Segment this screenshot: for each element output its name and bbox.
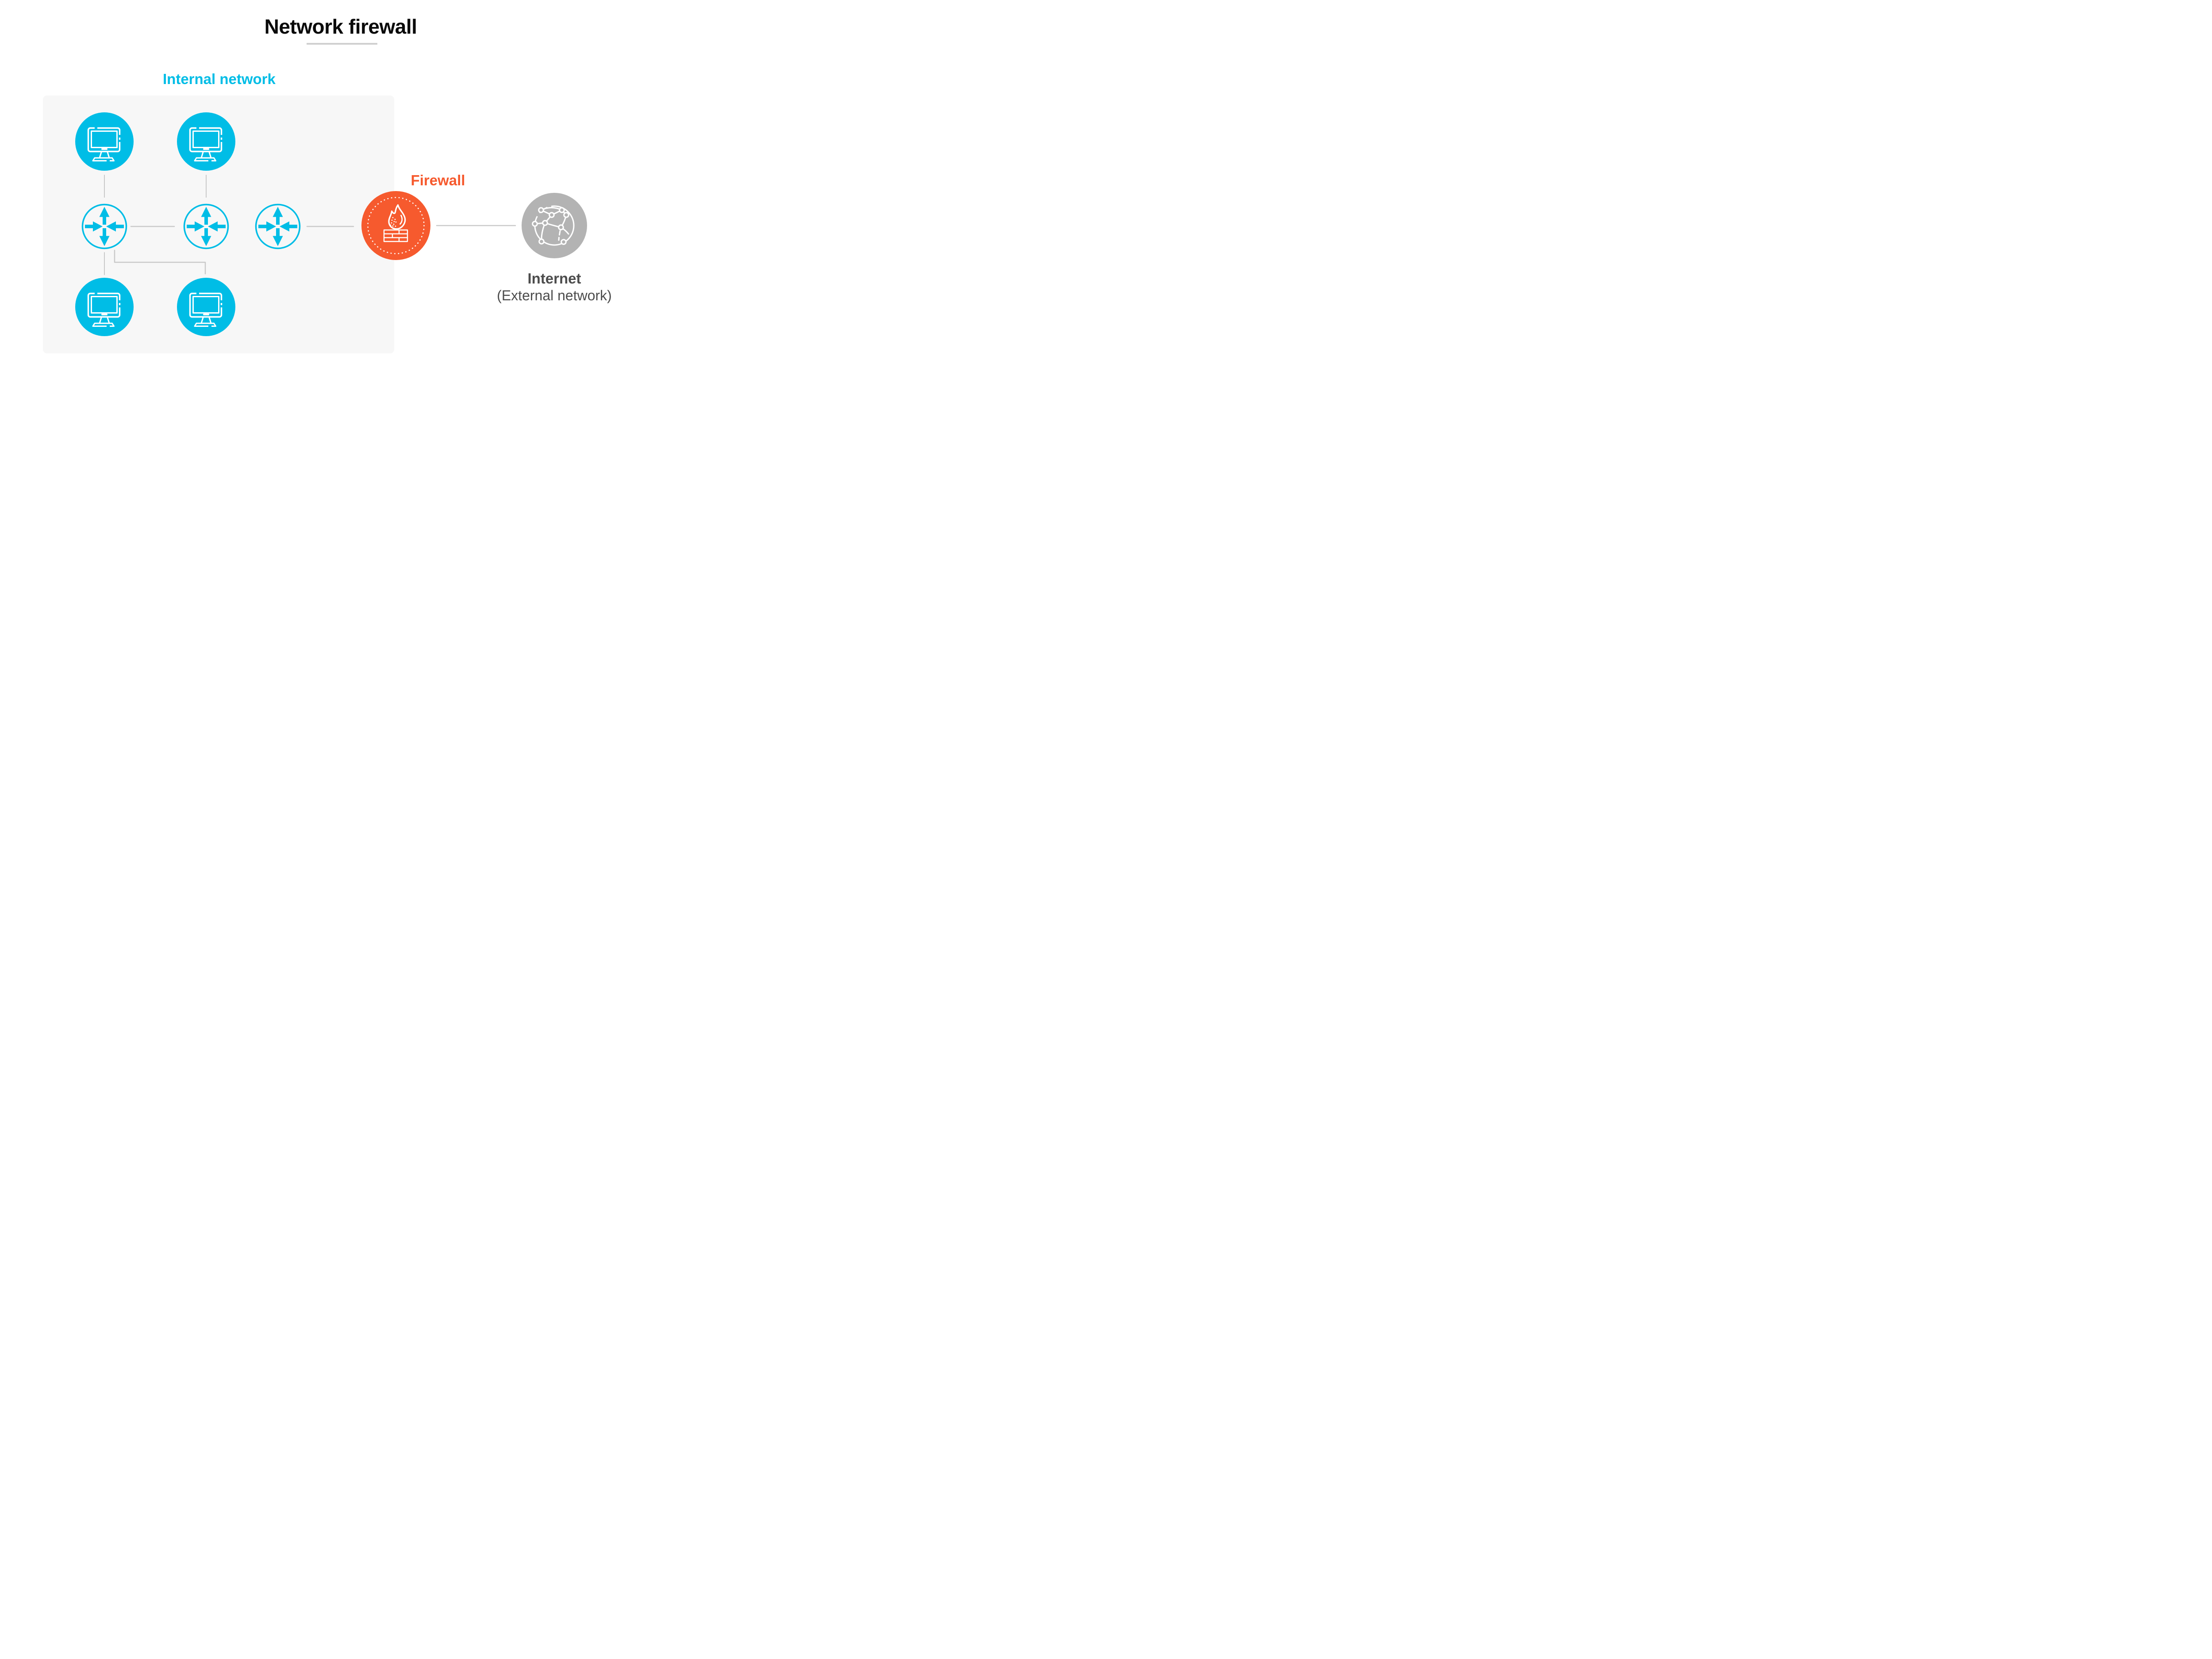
router-arrows-glyph bbox=[258, 207, 297, 246]
router-arrows-glyph bbox=[187, 207, 226, 246]
router-node-1 bbox=[81, 203, 128, 252]
router-node-3 bbox=[254, 203, 301, 252]
monitor-glyph bbox=[189, 291, 223, 328]
connector-line-elbow bbox=[114, 249, 206, 275]
globe-network-icon bbox=[522, 193, 587, 258]
flame-glyph bbox=[388, 204, 406, 230]
computer-node-top-left bbox=[75, 112, 134, 173]
firewall-node bbox=[361, 191, 430, 262]
page-title: Network firewall bbox=[264, 15, 417, 38]
internet-node bbox=[522, 193, 587, 261]
monitor-glyph bbox=[87, 126, 122, 162]
router-node-2 bbox=[183, 203, 230, 252]
flame-brick-wall-icon bbox=[361, 191, 430, 260]
internal-network-label: Internal network bbox=[163, 71, 276, 87]
computer-node-bottom-left bbox=[75, 278, 134, 338]
router-arrows-glyph bbox=[85, 207, 124, 246]
computer-monitor-icon bbox=[177, 278, 235, 336]
computer-node-bottom-right bbox=[177, 278, 235, 338]
monitor-glyph bbox=[87, 291, 122, 328]
firewall-dotted-ring bbox=[367, 197, 425, 254]
computer-monitor-icon bbox=[75, 112, 134, 171]
connector-lines bbox=[104, 175, 516, 275]
computer-node-top-right bbox=[177, 112, 235, 173]
globe-glyph bbox=[532, 205, 575, 246]
internet-sublabel: (External network) bbox=[497, 287, 612, 303]
firewall-label: Firewall bbox=[411, 172, 465, 188]
internet-label: Internet bbox=[527, 270, 581, 287]
computer-monitor-icon bbox=[75, 278, 134, 336]
computer-monitor-icon bbox=[177, 112, 235, 171]
brick-wall-glyph bbox=[383, 229, 408, 242]
router-crossed-arrows-icon bbox=[183, 203, 229, 249]
title-underline bbox=[307, 43, 377, 45]
monitor-glyph bbox=[189, 126, 223, 162]
network-firewall-diagram: Network firewall Internal network Firewa… bbox=[0, 0, 681, 383]
router-crossed-arrows-icon bbox=[81, 203, 127, 249]
router-crossed-arrows-icon bbox=[255, 203, 301, 249]
globe-nodes bbox=[532, 207, 569, 245]
